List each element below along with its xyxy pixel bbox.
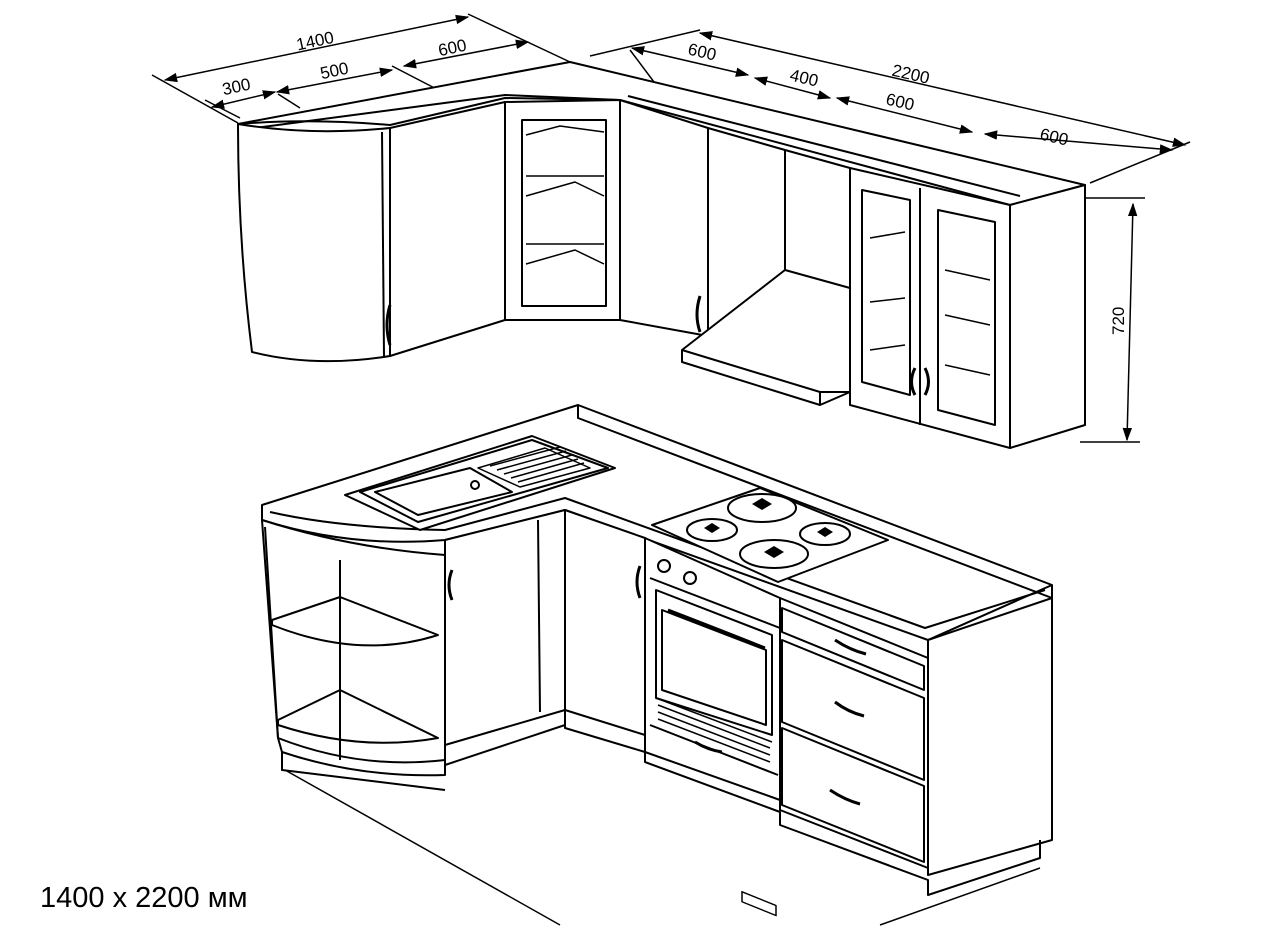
- oven-drawer-handle: [694, 740, 723, 754]
- dim-label-720: 720: [1109, 307, 1128, 335]
- dim-line-2200: [698, 31, 1187, 147]
- sink: [344, 435, 616, 531]
- cooktop: [651, 487, 889, 583]
- upper-top-surface: [237, 61, 1086, 206]
- upper-door-left: [389, 101, 506, 357]
- floor-line-right: [879, 867, 1041, 926]
- dim-line-600-r3: [983, 130, 1174, 154]
- oven-door: [655, 589, 773, 736]
- oven-knob-icon-1: [657, 559, 671, 573]
- oven-knob-icon-2: [683, 571, 697, 585]
- floor-line-left: [284, 769, 561, 926]
- base-side-panel: [927, 597, 1053, 876]
- drawer-handle-2: [834, 700, 865, 718]
- dimension-annotations: [151, 13, 1191, 443]
- dim-line-300: [210, 90, 277, 109]
- oven-window: [661, 609, 767, 726]
- upper-door-r1: [619, 99, 709, 337]
- dim-line-720: [1122, 202, 1138, 442]
- upper-corner-glass-cabinet: [504, 99, 621, 321]
- dim-line-600-r1: [630, 46, 750, 77]
- glass-cabinet-handles: [910, 367, 930, 396]
- upper-handle-r1: [695, 295, 702, 333]
- upper-rounded-cabinet: [237, 123, 391, 363]
- dim-label-600-left: 600: [436, 36, 468, 60]
- dim-line-1400: [163, 14, 470, 83]
- dim-line-600-left: [402, 39, 530, 69]
- upper-glass-cabinet-right: [849, 167, 1011, 449]
- dim-label-1400: 1400: [295, 28, 336, 54]
- drawer-unit: [779, 597, 929, 869]
- sink-cabinet-handle: [447, 569, 454, 601]
- upper-corner-glass-pane: [521, 119, 607, 307]
- drawer-2: [781, 639, 925, 781]
- drawer-handle-1: [834, 638, 867, 656]
- sink-bowl: [374, 467, 513, 516]
- dim-label-2200: 2200: [890, 61, 931, 88]
- dim-label-600-r3: 600: [1038, 125, 1070, 150]
- sink-drain-icon: [470, 480, 480, 490]
- upper-handle-left: [385, 304, 392, 346]
- dim-line-600-r2: [835, 96, 974, 134]
- dim-label-300: 300: [220, 75, 252, 99]
- corner-base-handle: [635, 565, 642, 599]
- dim-label-400: 400: [788, 66, 820, 91]
- base-cabinets: [261, 404, 1053, 926]
- kitchen-size-caption: 1400 x 2200 мм: [40, 882, 248, 914]
- sink-cabinet-door: [444, 509, 566, 746]
- drawer-3: [781, 727, 925, 863]
- glass-pane-left: [861, 189, 911, 396]
- corner-base-door: [564, 509, 646, 736]
- dim-line-400: [753, 76, 832, 100]
- glass-pane-right: [937, 209, 996, 426]
- drawer-handle-3: [829, 788, 861, 806]
- dim-line-500: [275, 67, 394, 95]
- drawer-1: [781, 607, 925, 691]
- upper-cabinets: [237, 61, 1086, 449]
- upper-side-panel: [1009, 184, 1086, 449]
- dim-label-600-r1: 600: [686, 40, 718, 65]
